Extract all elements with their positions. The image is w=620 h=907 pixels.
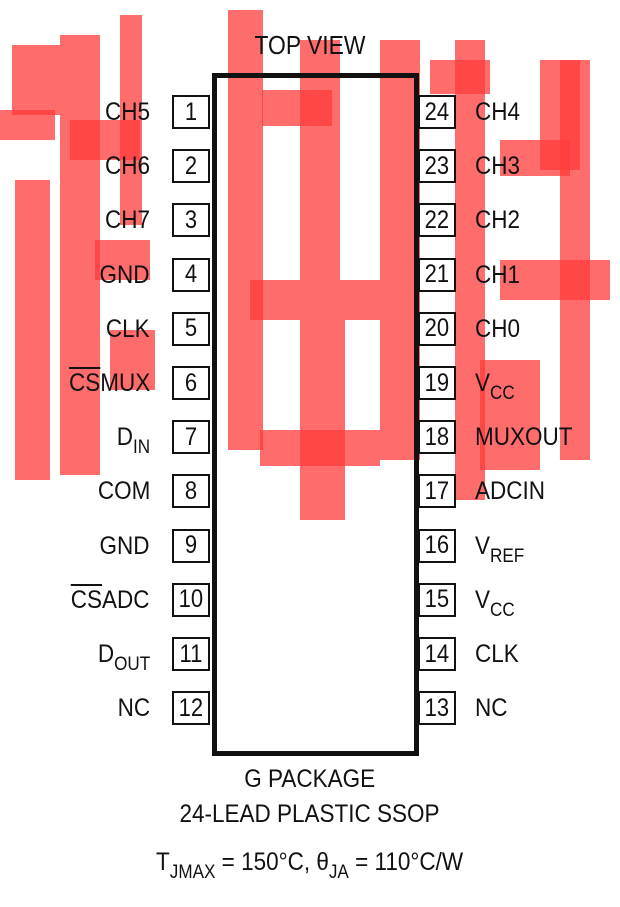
pin-5: 5 xyxy=(172,311,210,346)
pin-label-6: CSMUX xyxy=(68,369,150,397)
thermal-spec: TJMAX = 150°C, θJA = 110°C/W xyxy=(156,848,464,883)
pin-label-2: CH6 xyxy=(104,152,150,181)
pin-4: 4 xyxy=(172,257,210,292)
pin-label-10: CSADC xyxy=(71,585,150,614)
pin-label-18: MUXOUT xyxy=(475,423,573,452)
pin-6: 6 xyxy=(172,366,210,400)
pin-label-23: CH3 xyxy=(475,152,521,181)
pin-label-13: NC xyxy=(475,694,508,723)
pin-label-7: DIN xyxy=(116,423,150,459)
pin-23: 23 xyxy=(418,149,456,184)
pin-label-16: VREF xyxy=(475,531,525,567)
pin-label-17: ADCIN xyxy=(475,477,546,506)
pin-label-4: GND xyxy=(99,260,150,289)
chip-body xyxy=(212,73,419,756)
pin-label-15: VCC xyxy=(475,585,515,621)
pin-1: 1 xyxy=(172,95,210,129)
pin-15: 15 xyxy=(418,582,456,617)
pin-10: 10 xyxy=(172,582,210,617)
pin-19: 19 xyxy=(418,366,456,400)
pin-13: 13 xyxy=(418,691,456,726)
pin-12: 12 xyxy=(172,691,210,726)
pin-label-22: CH2 xyxy=(475,206,521,235)
package-description: 24-LEAD PLASTIC SSOP xyxy=(179,800,441,828)
pin-3: 3 xyxy=(172,203,210,238)
pin-label-21: CH1 xyxy=(475,260,521,289)
pin-16: 16 xyxy=(418,528,456,563)
pin-label-3: CH7 xyxy=(104,206,150,235)
pin-label-9: GND xyxy=(99,531,150,560)
pin-18: 18 xyxy=(418,420,456,455)
pin-21: 21 xyxy=(418,257,456,292)
pin-22: 22 xyxy=(418,203,456,238)
pin-9: 9 xyxy=(172,528,210,563)
pin-7: 7 xyxy=(172,420,210,455)
pin-label-12: NC xyxy=(117,694,150,723)
pin-17: 17 xyxy=(418,474,456,509)
pin-24: 24 xyxy=(418,95,456,129)
pin-20: 20 xyxy=(418,311,456,346)
pin-label-1: CH5 xyxy=(104,98,150,126)
pin-11: 11 xyxy=(172,637,210,671)
pin-label-11: DOUT xyxy=(97,640,150,675)
pin-2: 2 xyxy=(172,149,210,184)
pin-8: 8 xyxy=(172,474,210,509)
top-view-title: TOP VIEW xyxy=(254,30,366,60)
pin-14: 14 xyxy=(418,637,456,671)
pin-label-19: VCC xyxy=(475,369,515,404)
pin-label-14: CLK xyxy=(475,640,519,668)
pin-label-24: CH4 xyxy=(475,98,521,126)
pin-label-5: CLK xyxy=(106,314,150,343)
pin-label-20: CH0 xyxy=(475,314,521,343)
pin-label-8: COM xyxy=(97,477,150,506)
package-name: G PACKAGE xyxy=(244,765,376,793)
